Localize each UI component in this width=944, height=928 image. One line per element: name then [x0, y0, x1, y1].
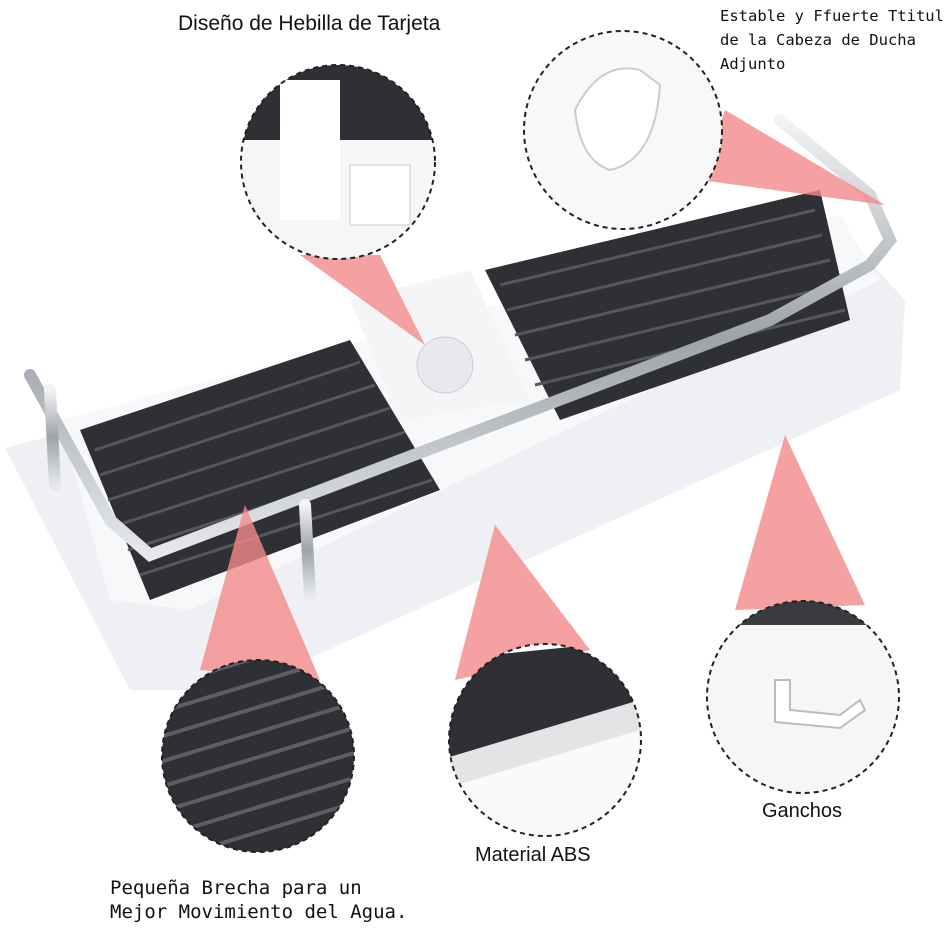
label-holder-3: Adjunto	[720, 55, 786, 73]
right-mat	[485, 190, 850, 420]
detail-card-buckle	[240, 64, 436, 260]
label-gap-2: Mejor Movimiento del Agua.	[110, 901, 408, 923]
label-holder-2: de la Cabeza de Ducha	[720, 31, 916, 49]
detail-hooks	[706, 600, 900, 794]
detail-shower-head-holder	[523, 30, 723, 230]
label-material: Material ABS	[475, 844, 591, 866]
highlight-cones	[200, 110, 885, 680]
label-card-buckle: Diseño de Hebilla de Tarjeta	[178, 12, 441, 35]
label-hooks: Ganchos	[762, 800, 843, 822]
label-gap-1: Pequeña Brecha para un	[110, 877, 362, 899]
label-holder-1: Estable y Ffuerte Ttitular	[720, 7, 944, 25]
detail-abs-material	[448, 643, 642, 837]
